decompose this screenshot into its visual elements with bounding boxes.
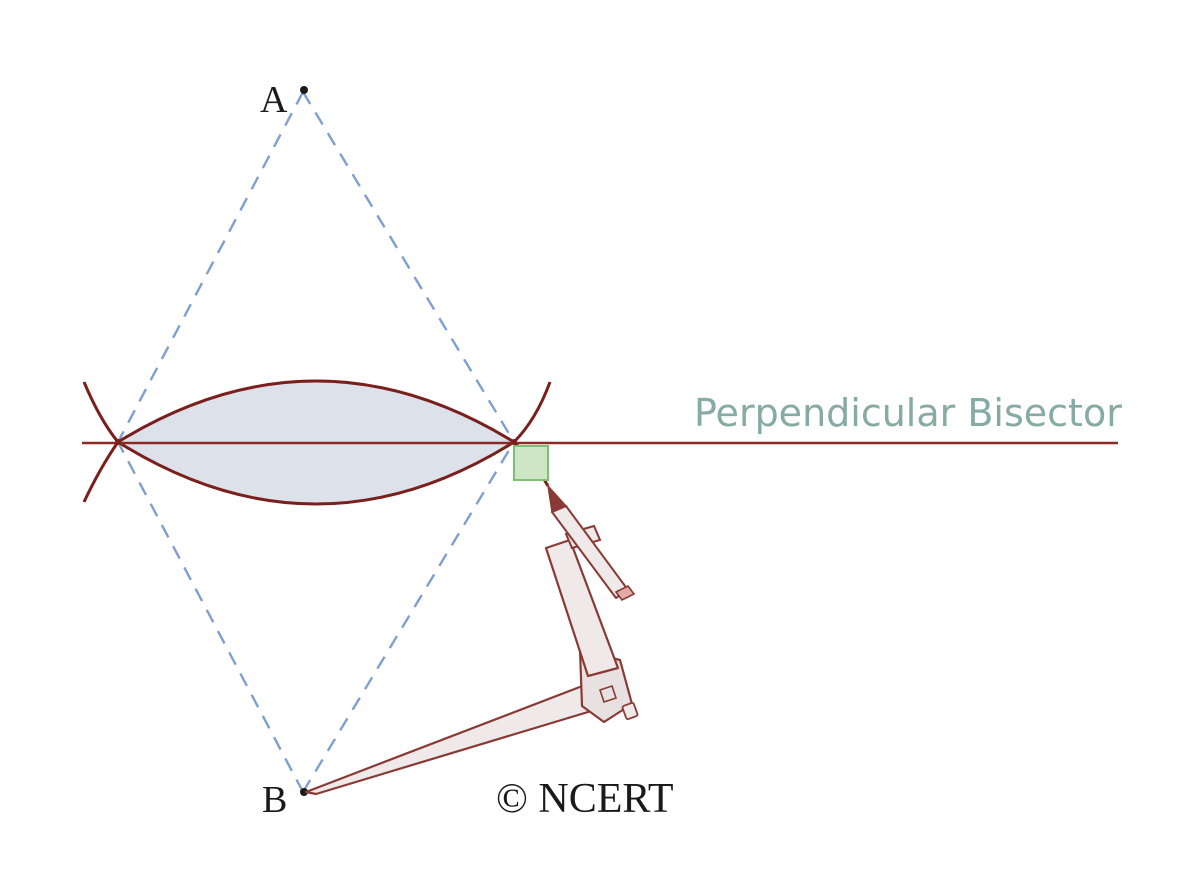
segment-a-right-intersection <box>301 91 516 443</box>
right-arc-top <box>512 381 552 444</box>
left-arc-bottom <box>82 441 120 503</box>
compass-pencil-end <box>614 584 636 602</box>
compass-pencil-tip <box>546 483 568 513</box>
point-b-label: B <box>262 779 287 821</box>
compass-hinge-mark <box>598 684 618 704</box>
compass-hinge-screw <box>621 702 639 720</box>
left-intersection-point <box>115 439 121 445</box>
upper-arc <box>117 379 515 444</box>
lower-arc <box>117 440 515 506</box>
right-intersection-point <box>511 439 517 445</box>
point-a <box>300 86 308 94</box>
left-arc-top <box>82 381 120 443</box>
construction-rhombus <box>116 91 516 793</box>
segment-b-left-intersection <box>116 441 305 793</box>
copyright-credit: © NCERT <box>496 776 674 822</box>
bisector-label: Perpendicular Bisector <box>694 391 1122 435</box>
compass-pencil-leg <box>544 538 620 678</box>
compass-icon <box>304 483 639 796</box>
segment-a-left-intersection <box>116 91 305 443</box>
right-angle-marker <box>513 445 549 481</box>
point-b <box>300 788 308 796</box>
point-a-label: A <box>260 79 288 121</box>
segment-b-right-intersection <box>301 441 516 793</box>
